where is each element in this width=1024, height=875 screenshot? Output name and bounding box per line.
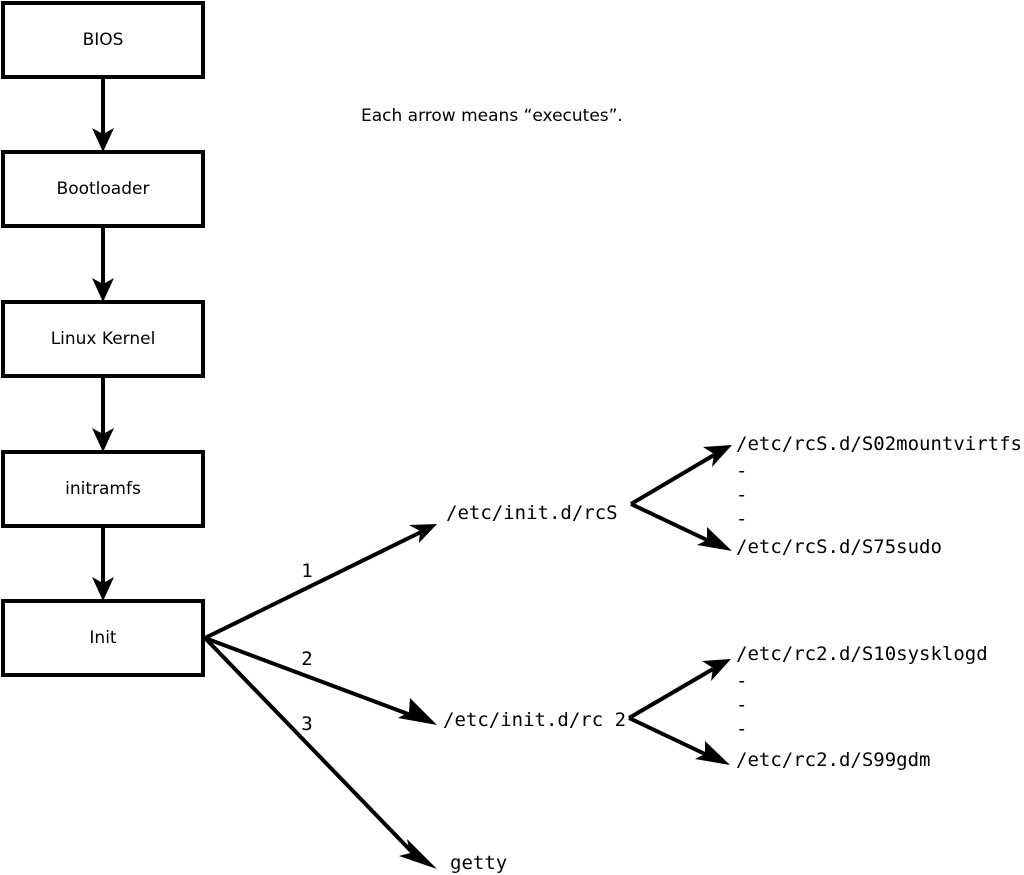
arrow-kernel-to-initramfs-head: [92, 428, 114, 452]
arrow-init-to-rcs: [204, 524, 437, 640]
arrow-init-to-rc2-head: [398, 698, 437, 725]
arrow-init-to-rc2: [204, 636, 437, 725]
arrow-rcs-to-last-script: [630, 502, 732, 551]
node-getty-label: getty: [450, 852, 507, 874]
branch-number-3: 3: [301, 713, 312, 735]
rcs-ellipsis-3: -: [736, 508, 747, 530]
arrow-rcs-to-last-script-head: [697, 527, 732, 551]
arrow-rcs-to-last-script-shaft: [630, 502, 708, 542]
box-bootloader: Bootloader: [1, 150, 205, 228]
branch-number-1: 1: [301, 560, 312, 582]
arrow-rcs-to-first-script-head: [703, 445, 732, 467]
diagram-caption: Each arrow means “executes”.: [361, 106, 623, 126]
arrow-rc2-to-last-script-shaft: [628, 716, 706, 756]
rcs-script-first: /etc/rcS.d/S02mountvirtfs: [736, 433, 1022, 455]
node-rcs-label: /etc/init.d/rcS: [446, 502, 618, 524]
rc2-script-last: /etc/rc2.d/S99gdm: [736, 749, 930, 771]
node-rc2-label: /etc/init.d/rc 2: [443, 709, 626, 731]
arrow-rc2-to-first-script: [627, 659, 731, 720]
arrow-init-to-getty: [203, 636, 437, 869]
rc2-ellipsis-2: -: [736, 694, 747, 716]
box-linux-kernel-label: Linux Kernel: [51, 329, 156, 349]
arrow-init-to-getty-shaft: [203, 636, 413, 853]
arrow-rc2-to-first-script-shaft: [627, 667, 715, 720]
arrow-kernel-to-initramfs: [92, 376, 114, 452]
box-init: Init: [1, 599, 205, 677]
box-initramfs-rect: [1, 450, 205, 528]
box-bios: BIOS: [1, 1, 205, 79]
box-initramfs: initramfs: [1, 450, 205, 528]
arrow-init-to-getty-head: [399, 839, 437, 869]
arrow-init-to-rc2-shaft: [204, 636, 409, 716]
rcs-ellipsis-2: -: [736, 484, 747, 506]
arrow-bios-to-bootloader: [92, 77, 114, 152]
arrow-bootloader-to-kernel: [92, 226, 114, 302]
arrow-rcs-to-first-script: [629, 445, 732, 506]
arrow-rcs-to-first-script-shaft: [629, 453, 716, 506]
rc2-ellipsis-3: -: [736, 718, 747, 740]
rc2-script-first: /etc/rc2.d/S10sysklogd: [736, 643, 988, 665]
box-initramfs-label: initramfs: [65, 479, 141, 499]
box-init-label: Init: [89, 628, 117, 648]
rcs-ellipsis-1: -: [736, 460, 747, 482]
rcs-script-last: /etc/rcS.d/S75sudo: [736, 536, 942, 558]
rc2-ellipsis-1: -: [736, 670, 747, 692]
box-bios-rect: [1, 1, 205, 79]
arrow-rc2-to-last-script-head: [695, 741, 730, 765]
box-linux-kernel: Linux Kernel: [1, 300, 205, 378]
arrow-rc2-to-last-script: [628, 716, 730, 765]
arrow-init-to-rcs-head: [409, 524, 437, 543]
box-bios-label: BIOS: [83, 30, 124, 50]
arrow-initramfs-to-init-head: [92, 577, 114, 601]
branch-number-2: 2: [301, 648, 312, 670]
arrow-initramfs-to-init: [92, 526, 114, 601]
arrow-bios-to-bootloader-head: [92, 128, 114, 152]
box-bootloader-label: Bootloader: [57, 179, 150, 199]
arrow-rc2-to-first-script-head: [702, 659, 731, 681]
arrow-init-to-rcs-shaft: [204, 530, 422, 640]
arrow-bootloader-to-kernel-head: [92, 278, 114, 302]
